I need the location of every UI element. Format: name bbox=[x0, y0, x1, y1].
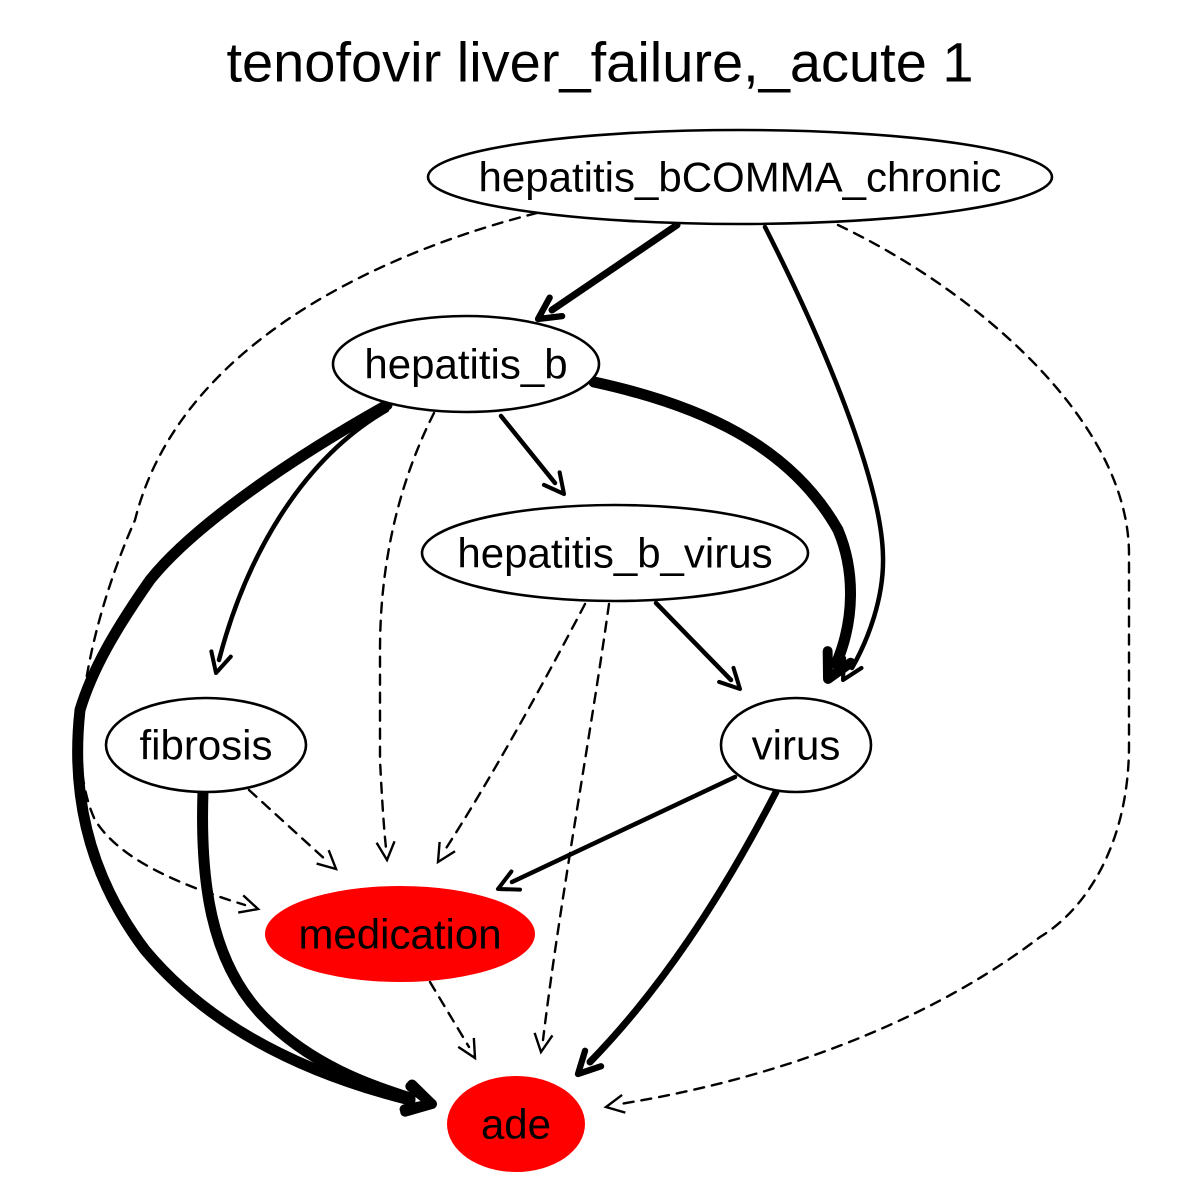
edge-hepatitis_b-to-virus bbox=[588, 376, 856, 684]
node-ade: ade bbox=[447, 1076, 585, 1172]
node-label: fibrosis bbox=[139, 722, 272, 769]
graph-title: tenofovir liver_failure,_acute 1 bbox=[226, 31, 973, 94]
edge-line bbox=[443, 602, 587, 852]
arrowhead bbox=[541, 470, 567, 497]
edge-hepatitis_bCOMMA_chronic-to-ade bbox=[603, 223, 1131, 1114]
edge-hepatitis_b_virus-to-virus bbox=[653, 600, 743, 692]
arrowhead bbox=[436, 841, 456, 865]
edge-medication-to-ade bbox=[428, 980, 477, 1061]
node-hepatitis_b_virus: hepatitis_b_virus bbox=[420, 503, 810, 603]
arrowhead bbox=[534, 294, 566, 323]
arrowhead bbox=[822, 646, 856, 684]
edge-line bbox=[216, 407, 390, 663]
edge-hepatitis_b-to-medication bbox=[375, 411, 436, 863]
arrowhead bbox=[574, 1047, 605, 1078]
nodes-layer: hepatitis_bCOMMA_chronic hepatitis_bhepat… bbox=[104, 128, 1054, 1172]
node-medication: medication bbox=[265, 886, 535, 982]
edge-fibrosis-to-ade bbox=[197, 785, 437, 1115]
node-ellipse bbox=[420, 503, 810, 603]
node-hepatitis_bCOMMA_chronic: hepatitis_bCOMMA_chronic bbox=[426, 128, 1054, 226]
edge-line bbox=[498, 413, 558, 486]
edge-line bbox=[79, 211, 539, 907]
edge-line bbox=[378, 411, 436, 850]
edge-line bbox=[72, 399, 416, 1106]
node-label: hepatitis_bCOMMA_chronic bbox=[479, 154, 1002, 201]
node-virus: virus bbox=[719, 696, 873, 794]
arrowhead bbox=[533, 1032, 554, 1055]
arrowhead bbox=[717, 665, 743, 692]
node-fibrosis: fibrosis bbox=[104, 696, 308, 794]
node-label: medication bbox=[298, 911, 501, 958]
node-ellipse bbox=[426, 128, 1054, 226]
edge-fibrosis-to-medication bbox=[247, 788, 338, 871]
arrowhead bbox=[603, 1093, 626, 1114]
node-ellipse bbox=[719, 696, 873, 794]
arrowhead bbox=[375, 840, 396, 863]
node-label: ade bbox=[481, 1101, 551, 1148]
edge-line bbox=[428, 980, 471, 1049]
edge-hepatitis_b_virus-to-ade bbox=[533, 602, 611, 1055]
node-label: hepatitis_b_virus bbox=[457, 530, 772, 577]
edge-hepatitis_bCOMMA_chronic-to-medication bbox=[79, 211, 539, 914]
arrowhead bbox=[399, 1079, 437, 1115]
arrowhead bbox=[495, 869, 523, 892]
edge-line bbox=[197, 785, 416, 1104]
edge-virus-to-ade bbox=[574, 788, 780, 1078]
edge-line bbox=[618, 223, 1131, 1106]
edge-line bbox=[588, 376, 856, 670]
node-label: virus bbox=[752, 722, 841, 769]
edge-line bbox=[247, 788, 329, 863]
edge-line bbox=[509, 774, 738, 885]
edge-line bbox=[653, 600, 734, 683]
node-ellipse bbox=[331, 314, 601, 414]
edge-line bbox=[548, 221, 681, 314]
edge-hepatitis_bCOMMA_chronic-to-hepatitis_b bbox=[534, 221, 681, 323]
edge-hepatitis_b_virus-to-medication bbox=[436, 602, 587, 865]
edge-line bbox=[762, 224, 886, 671]
edge-hepatitis_b-to-hepatitis_b_virus bbox=[498, 413, 567, 497]
node-ellipse bbox=[104, 696, 308, 794]
node-hepatitis_b: hepatitis_b bbox=[331, 314, 601, 414]
node-ellipse bbox=[265, 886, 535, 982]
arrowhead bbox=[237, 894, 261, 914]
node-ellipse bbox=[447, 1076, 585, 1172]
node-label: hepatitis_b bbox=[364, 341, 567, 388]
arrowhead bbox=[209, 649, 233, 676]
arrowhead bbox=[316, 849, 338, 871]
edge-virus-to-medication bbox=[495, 774, 738, 892]
edge-line bbox=[541, 602, 611, 1042]
edge-hepatitis_b-to-fibrosis bbox=[209, 407, 390, 676]
edge-hepatitis_bCOMMA_chronic-to-virus bbox=[762, 224, 886, 683]
arrowhead bbox=[457, 1037, 477, 1061]
edges-layer bbox=[72, 211, 1131, 1117]
edge-line bbox=[586, 788, 780, 1066]
